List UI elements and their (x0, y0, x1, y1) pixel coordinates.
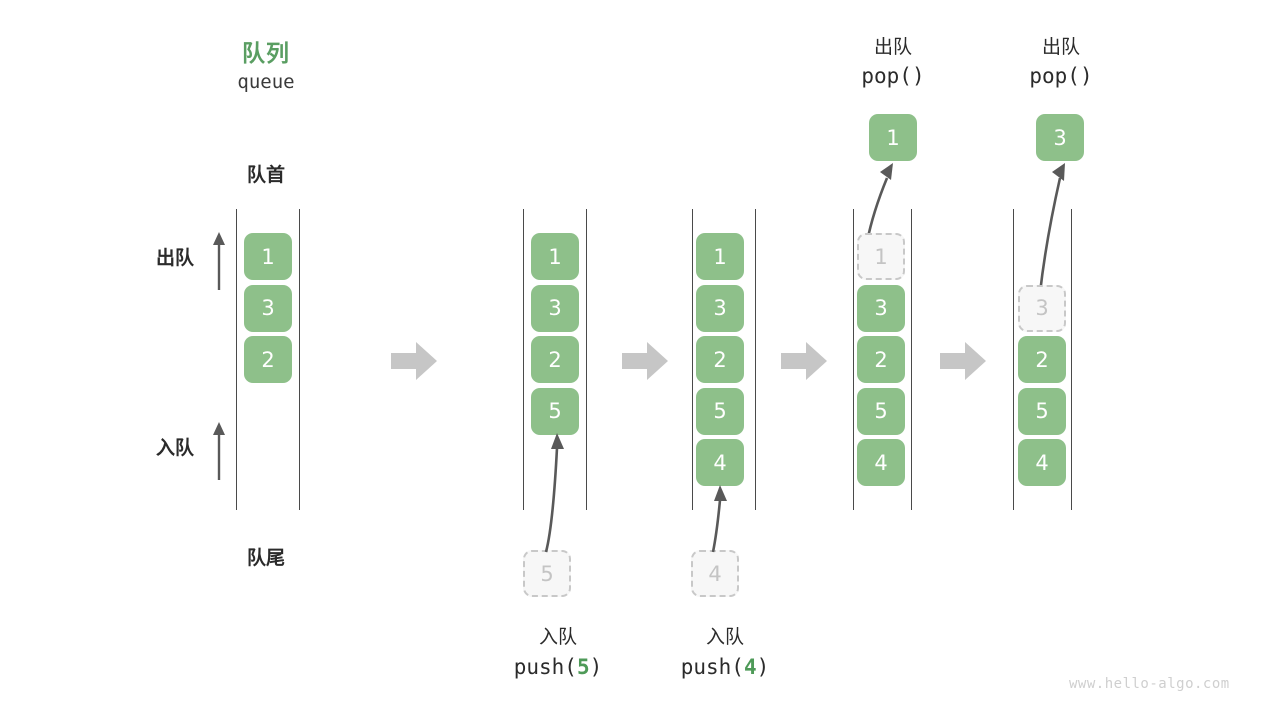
queue-cell: 2 (696, 336, 744, 383)
queue-rail-left (692, 209, 693, 510)
pop-2-label-cn: 出队 (1041, 37, 1080, 58)
curved-arrow-icon (544, 433, 564, 553)
queue-cell: 5 (696, 387, 744, 435)
arrow-right-icon (781, 342, 827, 380)
curved-arrow-icon (1038, 163, 1065, 294)
queue-cell: 4 (857, 439, 905, 486)
pop-2-close: ) (1079, 64, 1093, 88)
queue-cell-ghost: 1 (857, 233, 905, 280)
push-5-close: ) (589, 655, 603, 679)
push-5-fn: push( (513, 655, 577, 679)
queue-cell: 4 (696, 439, 744, 486)
popped-cell: 3 (1036, 114, 1084, 161)
queue-cell: 2 (857, 336, 905, 383)
front-label: 队首 (246, 165, 285, 186)
queue-cell-ghost: 3 (1018, 284, 1066, 332)
queue-cell: 4 (1018, 439, 1066, 486)
queue-cell: 3 (696, 284, 744, 332)
curved-arrow-icon (711, 485, 727, 553)
queue-rail-right (911, 209, 912, 510)
push-4-arg: 4 (743, 655, 757, 679)
arrow-up-icon (213, 232, 225, 290)
rear-label: 队尾 (246, 548, 285, 569)
queue-cell: 2 (531, 336, 579, 383)
queue-rail-right (586, 209, 587, 510)
queue-cell: 5 (857, 387, 905, 435)
arrow-right-icon (622, 342, 668, 380)
watermark: www.hello-algo.com (1069, 676, 1230, 692)
arrow-right-icon (940, 342, 986, 380)
diagram-title-cn: 队列 (242, 40, 290, 66)
queue-rail-right (299, 209, 300, 510)
queue-cell: 3 (244, 284, 292, 332)
queue-rail-right (1071, 209, 1072, 510)
queue-rail-left (853, 209, 854, 510)
pop-1-close: ) (911, 64, 925, 88)
pop-1-label-code: pop() (808, 64, 978, 88)
push-4-close: ) (756, 655, 770, 679)
pop-1-label-cn: 出队 (873, 37, 912, 58)
pop-1-fn: pop( (861, 64, 912, 88)
queue-cell: 5 (1018, 387, 1066, 435)
push-4-label-cn: 入队 (705, 627, 744, 648)
queue-rail-left (1013, 209, 1014, 510)
diagram-title-code: queue (237, 71, 295, 93)
push-4-label-code: push(4) (640, 655, 810, 679)
enqueue-direction-label: 入队 (155, 438, 194, 459)
queue-cell: 3 (857, 284, 905, 332)
incoming-ghost-cell: 4 (691, 550, 739, 597)
popped-cell: 1 (869, 114, 917, 161)
queue-cell: 1 (531, 233, 579, 280)
queue-cell: 1 (244, 233, 292, 280)
queue-cell: 5 (531, 387, 579, 435)
push-5-label-code: push(5) (473, 655, 643, 679)
queue-rail-left (523, 209, 524, 510)
push-4-fn: push( (680, 655, 744, 679)
arrow-up-icon (213, 422, 225, 480)
pop-2-fn: pop( (1029, 64, 1080, 88)
queue-cell: 3 (531, 284, 579, 332)
push-5-arg: 5 (576, 655, 590, 679)
dequeue-direction-label: 出队 (155, 248, 194, 269)
queue-rail-left (236, 209, 237, 510)
queue-cell: 1 (696, 233, 744, 280)
incoming-ghost-cell: 5 (523, 550, 571, 597)
push-5-label-cn: 入队 (538, 627, 577, 648)
queue-rail-right (755, 209, 756, 510)
arrow-right-icon (391, 342, 437, 380)
queue-cell: 2 (244, 336, 292, 383)
queue-cell: 2 (1018, 336, 1066, 383)
pop-2-label-code: pop() (976, 64, 1146, 88)
